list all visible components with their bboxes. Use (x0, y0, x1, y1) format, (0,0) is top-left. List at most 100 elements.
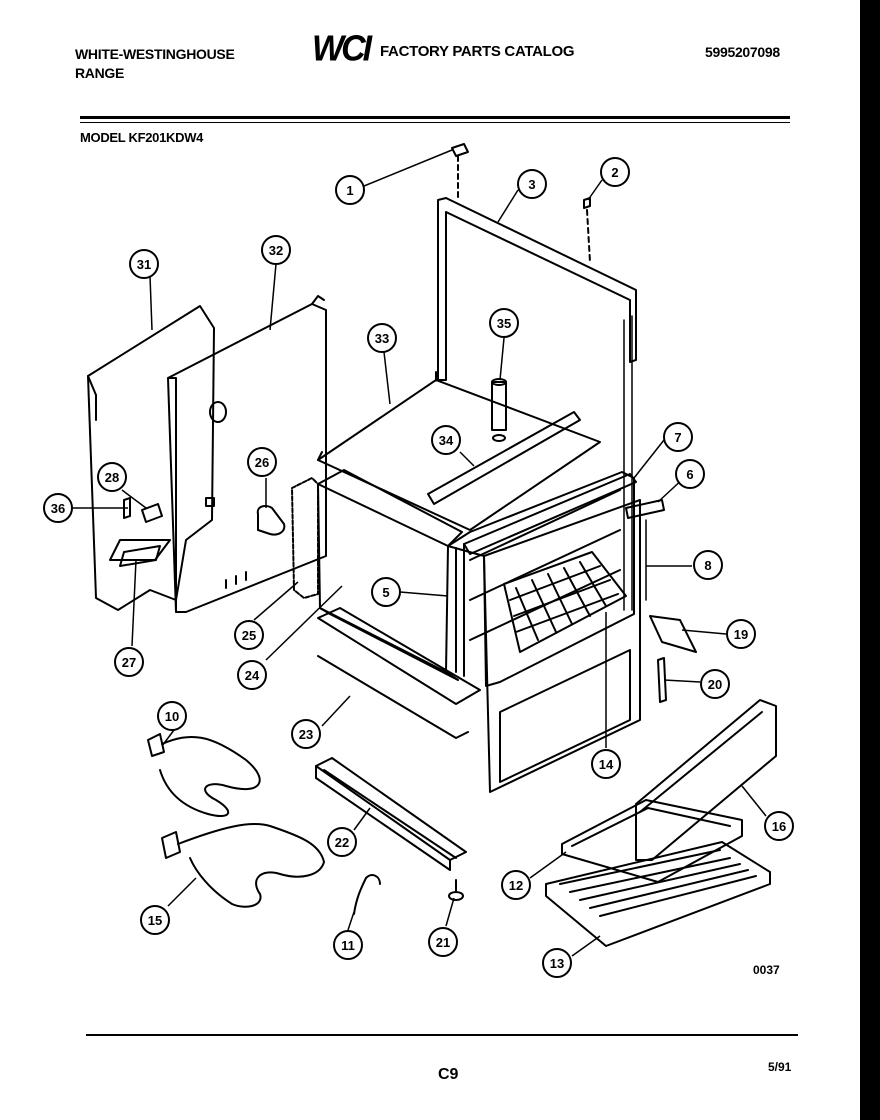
catalog-number: 5995207098 (705, 44, 780, 60)
part-34-top-bracket (427, 411, 581, 505)
part-22-drawer-slide (315, 757, 467, 871)
svg-text:28: 28 (105, 470, 119, 485)
catalog-page: WHITE-WESTINGHOUSE RANGE WCI FACTORY PAR… (43, 29, 798, 1083)
svg-text:11: 11 (341, 938, 355, 953)
scan-edge-border (860, 0, 880, 1120)
svg-text:31: 31 (137, 257, 151, 272)
callout-15: 15 (140, 905, 170, 935)
svg-text:12: 12 (509, 878, 523, 893)
wci-logo-text: WCI (312, 29, 372, 69)
svg-text:14: 14 (599, 757, 614, 772)
svg-text:19: 19 (734, 627, 748, 642)
svg-text:32: 32 (269, 243, 283, 258)
part-19-hinge (649, 615, 697, 653)
callout-25: 25 (234, 620, 264, 650)
svg-text:26: 26 (255, 455, 269, 470)
callout-35: 35 (489, 308, 519, 338)
callout-1: 1 (335, 175, 365, 205)
svg-text:36: 36 (51, 501, 65, 516)
part-33-top-liner (317, 371, 601, 531)
svg-text:8: 8 (704, 558, 711, 573)
part-23-bottom-panel (317, 607, 481, 739)
svg-text:20: 20 (708, 677, 722, 692)
callout-31: 31 (129, 249, 159, 279)
part-26-bracket (256, 505, 286, 536)
wci-logo: WCI (312, 29, 376, 69)
date-code: 5/91 (768, 1060, 792, 1074)
part-31-side-panel (87, 305, 215, 611)
callout-24: 24 (237, 660, 267, 690)
part-14-wire-rack (503, 551, 627, 653)
header-rule-thick (80, 116, 790, 119)
part-32-rear-panel (167, 295, 327, 613)
exploded-parts-diagram: 1 2 3 5 6 7 8 10 11 12 13 14 15 16 19 20… (43, 143, 794, 978)
svg-text:10: 10 (165, 709, 179, 724)
part-2-screw (583, 197, 591, 263)
callout-36: 36 (43, 493, 73, 523)
callout-2: 2 (600, 157, 630, 187)
callout-23: 23 (291, 719, 321, 749)
svg-text:34: 34 (439, 433, 454, 448)
svg-text:5: 5 (382, 585, 389, 600)
part-24-oven-liner (317, 469, 463, 681)
svg-text:3: 3 (528, 177, 535, 192)
svg-text:33: 33 (375, 331, 389, 346)
part-3-top-panel (437, 197, 637, 381)
callout-12: 12 (501, 870, 531, 900)
part-6-door-gasket (625, 499, 665, 519)
callout-20: 20 (700, 669, 730, 699)
callout-11: 11 (333, 930, 363, 960)
figure-code: 0037 (753, 963, 780, 977)
callout-16: 16 (764, 811, 794, 841)
callout-3: 3 (517, 169, 547, 199)
part-8-door-frame (483, 315, 647, 793)
page-code: C9 (438, 1066, 459, 1083)
svg-text:2: 2 (611, 165, 618, 180)
callout-7: 7 (663, 422, 693, 452)
svg-text:6: 6 (686, 467, 693, 482)
part-7-door-seal (463, 473, 637, 555)
part-20-hinge-pin (657, 657, 667, 703)
product-type: RANGE (75, 65, 125, 81)
part-13-broiler-grid (545, 841, 771, 947)
svg-text:16: 16 (772, 819, 786, 834)
header-rule-thin (80, 122, 790, 123)
callout-26: 26 (247, 447, 277, 477)
callout-34: 34 (431, 425, 461, 455)
part-28-switch (123, 497, 163, 523)
callout-22: 22 (327, 827, 357, 857)
brand-name: WHITE-WESTINGHOUSE (75, 46, 235, 62)
callout-14: 14 (591, 749, 621, 779)
svg-text:22: 22 (335, 835, 349, 850)
svg-text:35: 35 (497, 316, 511, 331)
callout-28: 28 (97, 462, 127, 492)
catalog-title: FACTORY PARTS CATALOG (380, 43, 575, 60)
svg-text:23: 23 (299, 727, 313, 742)
svg-text:27: 27 (122, 655, 136, 670)
callout-bubbles: 1 2 3 5 6 7 8 10 11 12 13 14 15 16 19 20… (43, 157, 794, 978)
svg-text:15: 15 (148, 913, 162, 928)
part-16-drawer-front (635, 699, 777, 861)
model-number: MODEL KF201KDW4 (80, 130, 204, 145)
part-1-clip (451, 143, 469, 201)
callout-33: 33 (367, 323, 397, 353)
svg-text:13: 13 (550, 956, 564, 971)
part-35-vent-tube (491, 378, 507, 442)
callout-13: 13 (542, 948, 572, 978)
callout-21: 21 (428, 927, 458, 957)
callout-6: 6 (675, 459, 705, 489)
callout-5: 5 (371, 577, 401, 607)
callout-27: 27 (114, 647, 144, 677)
svg-text:25: 25 (242, 628, 256, 643)
svg-text:1: 1 (346, 183, 353, 198)
part-11-wire (353, 874, 381, 915)
svg-text:21: 21 (436, 935, 450, 950)
leader-lines (72, 149, 767, 957)
part-25-seal (291, 477, 319, 599)
callout-19: 19 (726, 619, 756, 649)
part-10-bake-element (147, 733, 261, 818)
part-27-bracket (119, 545, 161, 567)
callout-8: 8 (693, 550, 723, 580)
part-21-leveling-foot (448, 879, 464, 901)
callout-10: 10 (157, 701, 187, 731)
